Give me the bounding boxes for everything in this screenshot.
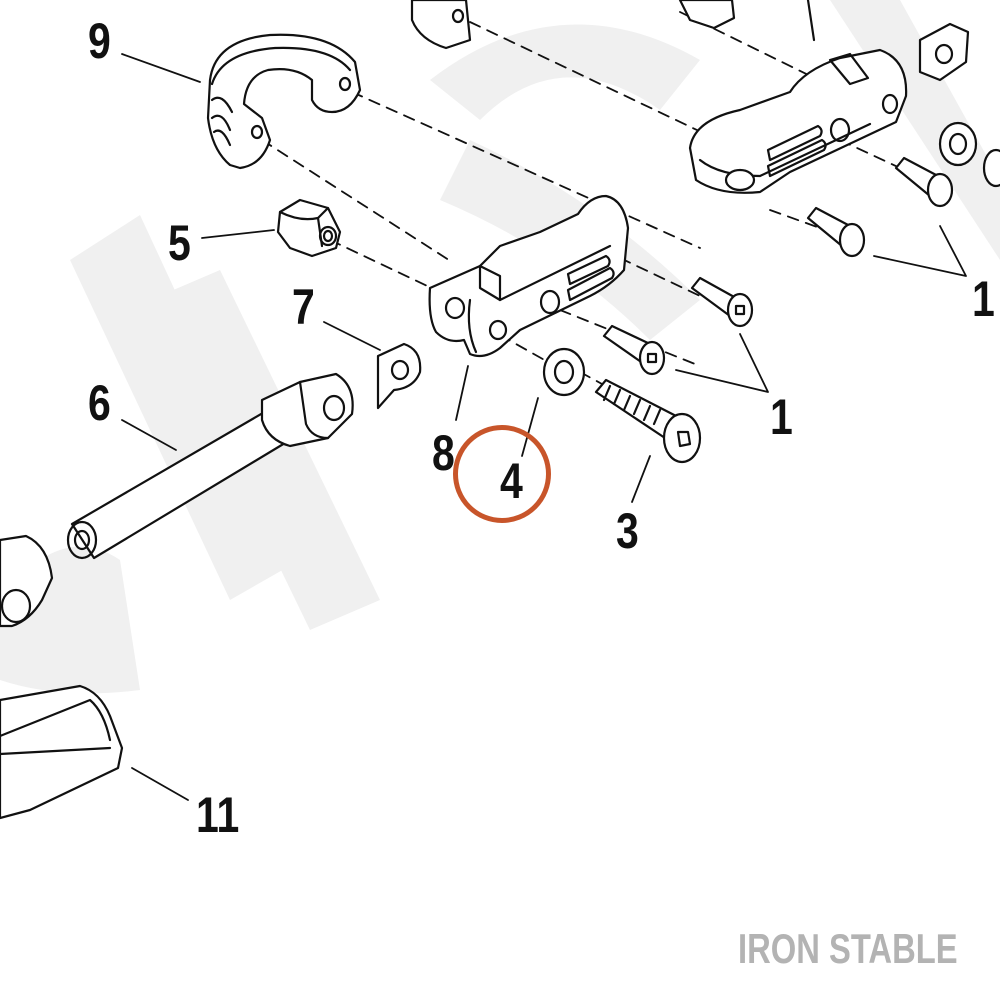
left-fragments <box>0 534 54 628</box>
callout-5: 5 <box>168 215 191 271</box>
part-4-washer <box>542 347 586 397</box>
part-5-nut <box>276 198 342 258</box>
callout-6: 6 <box>88 375 111 431</box>
part-3-button-head-screw <box>594 378 702 464</box>
part-9-clamp-half <box>206 33 362 170</box>
part-1-socket-screws-upper <box>806 156 954 258</box>
callout-1-upper: 1 <box>972 271 995 327</box>
part-1-socket-screws-lower <box>602 276 754 376</box>
highlight-circle-part-4 <box>453 425 551 523</box>
callout-11: 11 <box>196 787 240 843</box>
brand-wordmark: IRON STABLE <box>738 925 958 972</box>
callout-3: 3 <box>616 503 639 559</box>
top-fragments <box>410 0 1000 188</box>
part-8-clamp-bracket <box>428 194 630 358</box>
callout-7: 7 <box>292 279 315 335</box>
part-7-tab-washer <box>376 342 422 410</box>
upper-clamp-bracket <box>688 48 908 194</box>
callout-8: 8 <box>432 425 455 481</box>
callout-9: 9 <box>88 13 111 69</box>
callout-1-lower: 1 <box>770 389 793 445</box>
part-11-footboard <box>0 684 124 820</box>
part-6-pin-rod <box>66 372 354 560</box>
